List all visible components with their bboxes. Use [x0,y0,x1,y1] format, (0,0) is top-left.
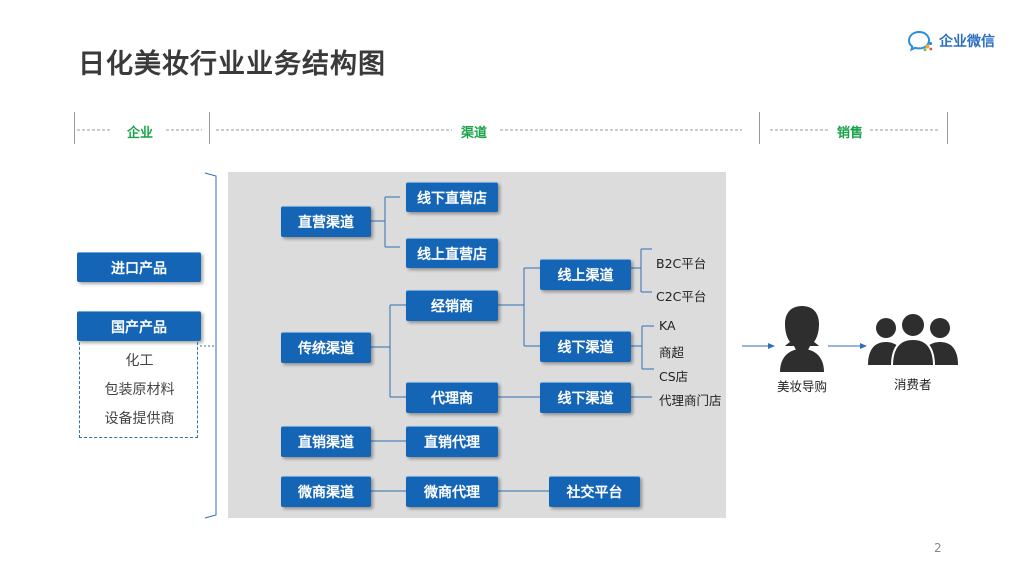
box-imported-products: 进口产品 [77,252,201,282]
box-domestic-products: 国产产品 [77,311,201,341]
label-b2c-platform: B2C平台 [656,256,707,271]
box-direct-sales-channel: 直销渠道 [281,426,371,457]
box-distributor: 经销商 [406,290,498,321]
header-channel: 渠道 [461,126,488,141]
supplier-chemical: 化工 [125,353,154,369]
header-sales: 销售 [837,126,864,141]
label-supermarket: 商超 [659,345,685,360]
box-traditional-channel: 传统渠道 [281,332,371,363]
box-agent-offline-channel: 线下渠道 [540,382,631,413]
label-agent-store: 代理商门店 [659,393,722,408]
beauty-advisor-icon [780,306,824,372]
box-online-direct-store: 线上直营店 [406,238,498,268]
page-title: 日化美妆行业业务结构图 [78,49,386,80]
box-agent: 代理商 [406,382,498,413]
box-direct-sales-agent: 直销代理 [406,426,498,457]
supplier-equipment: 设备提供商 [104,411,175,427]
label-ka: KA [659,318,676,333]
box-offline-direct-store: 线下直营店 [406,182,498,212]
consumers-icon [868,312,958,367]
box-direct-operated-channel: 直营渠道 [281,206,371,237]
box-online-channel: 线上渠道 [540,259,631,290]
box-micro-business-agent: 微商代理 [406,476,498,507]
label-beauty-advisor: 美妆导购 [777,379,828,394]
supplier-packaging: 包装原材料 [104,382,175,398]
header-enterprise: 企业 [127,126,154,141]
label-consumer: 消费者 [894,377,932,392]
header-divider [74,112,75,144]
label-c2c-platform: C2C平台 [656,289,707,304]
box-social-platform: 社交平台 [549,476,640,507]
label-cs-store: CS店 [659,369,689,384]
box-offline-channel: 线下渠道 [540,331,631,362]
brand-name: 企业微信 [939,34,995,50]
brand-logo: 企业微信 [908,30,995,52]
page-number: 2 [934,541,942,555]
box-micro-business-channel: 微商渠道 [281,476,371,507]
header-divider [947,112,948,144]
header-divider [759,112,760,144]
suppliers-box: 化工 包装原材料 设备提供商 [79,342,198,438]
wecom-icon [908,30,933,52]
header-divider [209,112,210,144]
